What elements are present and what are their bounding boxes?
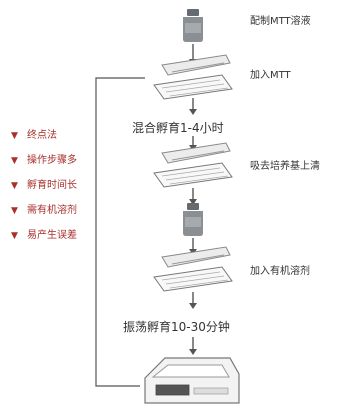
reagent-bottle-2-icon: [183, 203, 203, 236]
arrow-6-head-icon: [189, 303, 197, 309]
step2-label: 加入MTT: [250, 69, 292, 81]
step6-label: 振荡孵育10-30分钟: [123, 319, 230, 334]
plate-with-pipette-1-icon: [153, 54, 233, 100]
step1-label: 配制MTT溶液: [250, 14, 311, 27]
workflow-bracket: [95, 77, 145, 387]
drawback-item-4: 需有机溶剂: [27, 203, 77, 216]
arrow-7-head-icon: [189, 349, 197, 355]
drawback-item-1: 终点法: [27, 128, 57, 141]
step3-label: 混合孵育1-4小时: [132, 120, 224, 135]
plate-reader-device-icon: [144, 357, 240, 404]
drawbacks-list: ▼ 终点法 ▼ 操作步骤多 ▼ 孵育时间长 ▼ 需有机溶剂 ▼ 易产生误差: [11, 128, 77, 241]
bullet-3-icon: ▼: [11, 181, 18, 191]
step4-label: 吸去培养基上清: [250, 159, 320, 172]
bullet-2-icon: ▼: [11, 156, 18, 166]
bullet-1-icon: ▼: [11, 131, 18, 141]
step5-label: 加入有机溶剂: [250, 264, 310, 277]
arrow-2-head-icon: [189, 109, 197, 115]
plate-with-pipette-2-icon: [153, 142, 233, 188]
bullet-4-icon: ▼: [11, 206, 18, 216]
drawback-item-5: 易产生误差: [27, 228, 77, 241]
plate-with-pipette-3-icon: [153, 246, 233, 292]
reagent-bottle-1-icon: [183, 9, 203, 42]
drawback-item-2: 操作步骤多: [27, 153, 77, 166]
arrow-4-head-icon: [189, 199, 197, 205]
bullet-5-icon: ▼: [11, 231, 18, 241]
drawback-item-3: 孵育时间长: [27, 178, 77, 191]
